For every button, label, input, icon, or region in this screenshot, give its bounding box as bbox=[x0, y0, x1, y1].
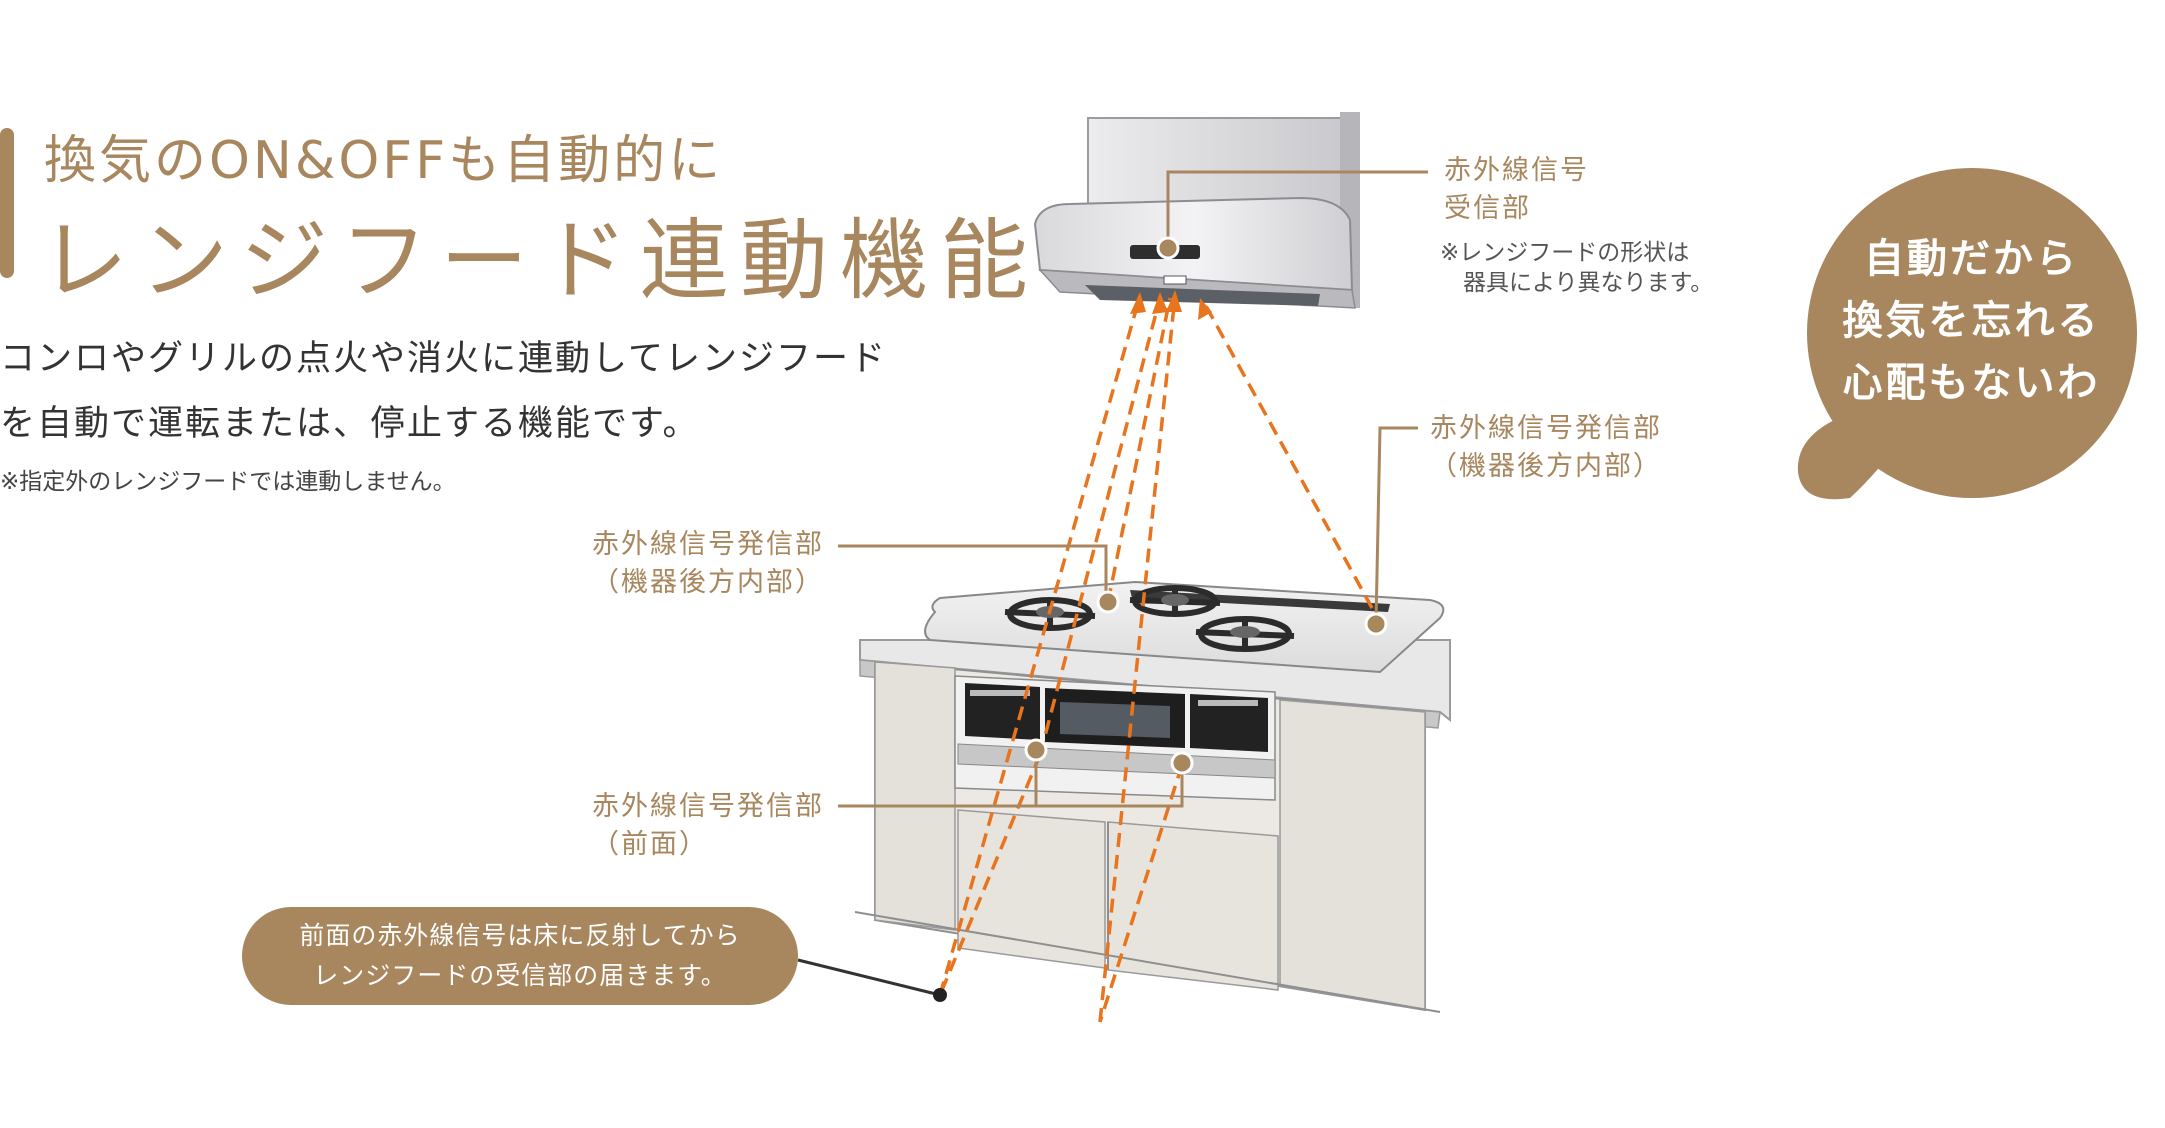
hood-note-line-2: 器具により異なります。 bbox=[1440, 270, 1714, 296]
label-ir-transmitter-front: 赤外線信号発信部 （前面） bbox=[592, 788, 824, 864]
callout-line-1: 前面の赤外線信号は床に反射してから bbox=[299, 921, 741, 950]
rear-left-line-2: （機器後方内部） bbox=[592, 567, 824, 598]
pill-pointer-line bbox=[797, 958, 941, 997]
front-line-2: （前面） bbox=[592, 829, 708, 860]
front-line-1: 赤外線信号発信部 bbox=[592, 791, 824, 822]
label-ir-receiver-line-2: 受信部 bbox=[1444, 193, 1531, 224]
rear-right-line-2: （機器後方内部） bbox=[1430, 451, 1662, 482]
gas-stove-illustration bbox=[924, 580, 1445, 674]
floor-reflection-callout bbox=[242, 907, 798, 1005]
page-title: レンジフード連動機能 bbox=[40, 209, 1041, 312]
speech-bubble: 自動だから 換気を忘れる 心配もないわ bbox=[1795, 228, 2148, 414]
label-ir-receiver: 赤外線信号 受信部 bbox=[1444, 152, 1589, 228]
label-ir-transmitter-rear-right: 赤外線信号発信部 （機器後方内部） bbox=[1430, 410, 1662, 486]
bubble-line-1: 自動だから bbox=[1864, 236, 2079, 282]
description-line-2: を自動で運転または、停止する機能です。 bbox=[0, 404, 700, 444]
label-ir-receiver-line-1: 赤外線信号 bbox=[1444, 155, 1589, 186]
signal-point-markers bbox=[1024, 236, 1388, 775]
page-subtitle: 換気のON&OFFも自動的に bbox=[44, 131, 724, 191]
callout-line-2: レンジフードの受信部の届きます。 bbox=[313, 961, 727, 990]
rear-right-line-1: 赤外線信号発信部 bbox=[1430, 413, 1662, 444]
bubble-line-2: 換気を忘れる bbox=[1842, 298, 2101, 344]
signal-arrowheads bbox=[1130, 290, 1212, 320]
range-hood-illustration bbox=[1033, 112, 1360, 309]
label-hood-shape-note: ※レンジフードの形状は 器具により異なります。 bbox=[1440, 238, 1713, 298]
label-ir-transmitter-rear-left: 赤外線信号発信部 （機器後方内部） bbox=[592, 526, 824, 602]
floor-reflection-callout-text: 前面の赤外線信号は床に反射してから レンジフードの受信部の届きます。 bbox=[242, 916, 798, 996]
bubble-line-3: 心配もないわ bbox=[1842, 360, 2101, 406]
rear-left-line-1: 赤外線信号発信部 bbox=[592, 529, 824, 560]
floor-reflection-point bbox=[933, 988, 947, 1002]
infrared-signal-lines bbox=[938, 295, 1374, 1023]
speech-bubble-shape bbox=[1797, 168, 2137, 500]
description-line-1: コンロやグリルの点火や消火に連動してレンジフード bbox=[0, 339, 887, 379]
description-note: ※指定外のレンジフードでは連動しません。 bbox=[0, 469, 456, 495]
leader-lines bbox=[838, 170, 1428, 808]
title-accent-bar bbox=[0, 128, 14, 278]
stove-front-panel bbox=[954, 675, 1276, 801]
hood-note-line-1: ※レンジフードの形状は bbox=[1440, 240, 1690, 266]
